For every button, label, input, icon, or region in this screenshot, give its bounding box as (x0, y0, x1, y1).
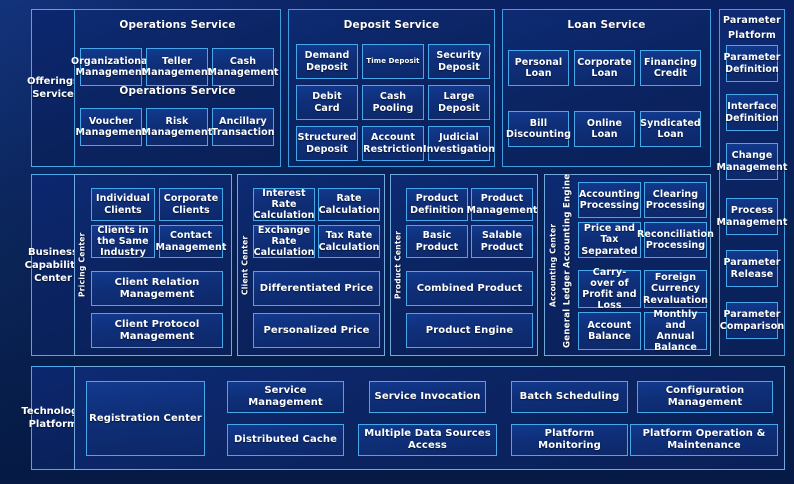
layer-rail-technology-label: Technology Platform (21, 406, 85, 430)
item-financing-credit[interactable]: Financing Credit (640, 50, 701, 86)
item-batch-scheduling[interactable]: Batch Scheduling (511, 381, 628, 413)
item-security-deposit[interactable]: Security Deposit (428, 44, 490, 79)
item-basic-product[interactable]: Basic Product (406, 225, 468, 258)
item-product-management[interactable]: Product Management (467, 188, 537, 221)
item-corporate-clients[interactable]: Corporate Clients (159, 188, 223, 221)
item-cash-management[interactable]: Cash Management (208, 48, 278, 86)
item-parameter-release[interactable]: Parameter Release (723, 250, 780, 287)
item-client-protocol-management[interactable]: Client Protocol Management (91, 313, 223, 348)
item-change-management[interactable]: Change Management (717, 143, 787, 180)
item-teller-management[interactable]: Teller Management (142, 48, 212, 86)
item-price-and-tax-separated[interactable]: Price and Tax Separated (578, 222, 641, 258)
layer-rail-technology[interactable]: Technology Platform (21, 366, 85, 470)
group-operations-service-subtitle: Operations Service (119, 85, 236, 97)
parameter-platform-title-line1: Parameter (722, 15, 782, 26)
item-registration-center[interactable]: Registration Center (86, 381, 205, 456)
item-organizational-management[interactable]: Organizational Management (71, 48, 151, 86)
item-configuration-management[interactable]: Configuration Management (637, 381, 773, 413)
item-service-invocation[interactable]: Service Invocation (369, 381, 486, 413)
item-parameter-comparison[interactable]: Parameter Comparison (720, 302, 784, 339)
item-tax-rate-calculation[interactable]: Tax Rate Calculation (318, 225, 380, 258)
layer-rail-business-label: Business Capability Center (24, 246, 82, 284)
layer-rail-offerings-label: Offerings Service (27, 76, 79, 100)
item-process-management[interactable]: Process Management (717, 198, 787, 235)
group-operations-service-title: Operations Service (119, 19, 236, 31)
item-foreign-currency-revaluation[interactable]: Foreign Currency Revaluation (643, 270, 708, 308)
group-loan-service-title: Loan Service (567, 19, 646, 31)
item-ancillary-transaction[interactable]: Ancillary Transaction (211, 108, 275, 146)
item-carry-over-of-profit-and-loss[interactable]: Carry-over of Profit and Loss (578, 267, 641, 311)
item-parameter-definition[interactable]: Parameter Definition (723, 45, 780, 82)
item-clearing-processing[interactable]: Clearing Processing (644, 182, 707, 218)
group-pricing-center-label: Pricing Center (77, 232, 87, 298)
group-deposit-service-title: Deposit Service (343, 19, 440, 31)
item-structured-deposit[interactable]: Structured Deposit (296, 126, 358, 161)
item-multiple-data-sources-access[interactable]: Multiple Data Sources Access (358, 424, 497, 456)
item-large-deposit[interactable]: Large Deposit (428, 85, 490, 120)
item-clients-in-the-same-industry[interactable]: Clients in the Same Industry (91, 225, 155, 258)
item-platform-monitoring[interactable]: Platform Monitoring (511, 424, 628, 456)
item-risk-management[interactable]: Risk Management (142, 108, 212, 146)
item-individual-clients[interactable]: Individual Clients (91, 188, 155, 221)
item-debit-card[interactable]: Debit Card (296, 85, 358, 120)
group-client-center-label: Client Center (240, 235, 250, 295)
item-monthly-and-annual-balance[interactable]: Monthly and Annual Balance (644, 309, 707, 353)
item-syndicated-loan[interactable]: Syndicated Loan (640, 111, 701, 147)
item-interest-rate-calculation[interactable]: Interest Rate Calculation (253, 187, 315, 222)
item-client-relation-management[interactable]: Client Relation Management (91, 271, 223, 306)
item-platform-operation-maintenance[interactable]: Platform Operation & Maintenance (630, 424, 778, 456)
item-product-engine[interactable]: Product Engine (406, 313, 533, 348)
item-combined-product[interactable]: Combined Product (406, 271, 533, 306)
parameter-platform-title-line2: Platform (727, 30, 776, 41)
item-time-deposit[interactable]: Time Deposit (362, 44, 424, 79)
item-personalized-price[interactable]: Personalized Price (253, 313, 380, 348)
item-exchange-rate-calculation[interactable]: Exchange Rate Calculation (253, 224, 315, 259)
item-service-management[interactable]: Service Management (227, 381, 344, 413)
item-reconciliation-processing[interactable]: Reconciliation Processing (637, 222, 714, 258)
item-voucher-management[interactable]: Voucher Management (76, 108, 146, 146)
item-cash-pooling[interactable]: Cash Pooling (362, 85, 424, 120)
group-accounting-center-label: Accounting Center (548, 223, 558, 307)
item-account-restriction[interactable]: Account Restriction (362, 126, 424, 161)
sub-label-accounting-engine: Accounting Engine (562, 173, 573, 269)
item-contact-management[interactable]: Contact Management (156, 225, 226, 258)
sub-label-general-ledger: General Ledger (562, 270, 573, 348)
layer-rail-offerings[interactable]: Offerings Service (27, 9, 79, 167)
item-rate-calculation[interactable]: Rate Calculation (318, 188, 380, 221)
item-product-definition[interactable]: Product Definition (406, 188, 468, 221)
item-corporate-loan[interactable]: Corporate Loan (574, 50, 635, 86)
layer-rail-business[interactable]: Business Capability Center (25, 174, 81, 356)
group-product-center-label: Product Center (393, 230, 403, 300)
item-demand-deposit[interactable]: Demand Deposit (296, 44, 358, 79)
item-interface-definition[interactable]: Interface Definition (725, 94, 779, 131)
item-distributed-cache[interactable]: Distributed Cache (227, 424, 344, 456)
item-differentiated-price[interactable]: Differentiated Price (253, 271, 380, 306)
item-accounting-processing[interactable]: Accounting Processing (578, 182, 641, 218)
item-personal-loan[interactable]: Personal Loan (508, 50, 569, 86)
item-online-loan[interactable]: Online Loan (574, 111, 635, 147)
item-bill-discounting[interactable]: Bill Discounting (506, 111, 571, 147)
item-judicial-investigation[interactable]: Judicial Investigation (423, 126, 495, 161)
item-salable-product[interactable]: Salable Product (471, 225, 533, 258)
item-account-balance[interactable]: Account Balance (578, 312, 641, 350)
